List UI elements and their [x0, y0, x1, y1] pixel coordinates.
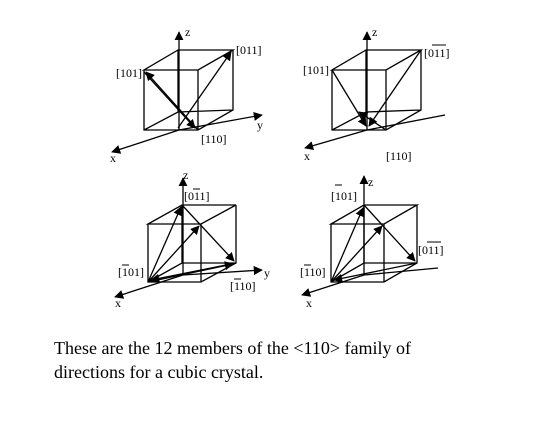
caption: These are the 12 members of the <110> fa… — [54, 336, 524, 384]
cube-wireframe — [329, 49, 424, 131]
direction-arrow-110 — [143, 71, 196, 129]
direction-arrow-011 — [363, 204, 416, 262]
direction-arrow-110 — [358, 111, 387, 131]
x-axis-label: x — [306, 296, 312, 310]
cube-wireframe — [145, 204, 237, 283]
y-axis-label: y — [257, 118, 263, 132]
direction-arrow-101 — [181, 204, 235, 262]
x-axis-label: x — [110, 151, 116, 165]
z-axis-label: z — [185, 25, 190, 39]
direction-arrow-diag — [330, 225, 383, 283]
direction-arrow-diag — [147, 225, 200, 283]
label-direction-a: [101] — [116, 66, 142, 80]
label-direction-c: [110] — [201, 132, 227, 146]
cube-diagram-3 — [114, 177, 263, 299]
z-axis-label: z — [183, 168, 188, 182]
direction-arrow-011 — [177, 51, 232, 129]
z-axis-label: z — [368, 175, 373, 189]
direction-arrow-011 — [147, 206, 182, 283]
z-axis-label: z — [372, 25, 377, 39]
label-direction-b: [011] — [236, 43, 262, 57]
label-direction-b: [101] — [118, 265, 144, 279]
label-direction-a: [101] — [303, 63, 329, 77]
y-axis-label: y — [264, 266, 270, 280]
x-axis — [301, 274, 365, 297]
direction-arrow-101 — [331, 69, 367, 127]
x-axis — [111, 129, 180, 154]
cube-diagram-1 — [111, 31, 263, 154]
label-direction-a: [101] — [331, 189, 357, 203]
label-direction-c: [110] — [386, 149, 412, 163]
label-direction-c: [110] — [230, 279, 256, 293]
direction-arrow-011 — [368, 49, 422, 127]
direction-arrow-101 — [145, 71, 199, 131]
y-axis — [366, 114, 446, 131]
direction-arrow-101 — [330, 207, 364, 283]
label-direction-c: [110] — [300, 265, 326, 279]
x-axis-label: x — [304, 149, 310, 163]
cube-wireframe — [328, 204, 420, 283]
label-direction-b: [011] — [418, 243, 444, 257]
cube-diagram-2 — [304, 31, 446, 151]
cube-wireframe — [141, 49, 236, 131]
y-axis — [182, 265, 263, 276]
x-axis — [114, 274, 184, 299]
caption-line-1: These are the 12 members of the <110> fa… — [54, 338, 412, 358]
label-direction-a: [011] — [184, 189, 210, 203]
label-direction-b: [011] — [424, 46, 450, 60]
caption-line-2: directions for a cubic crystal. — [54, 362, 264, 382]
cube-diagram-4 — [301, 175, 439, 297]
x-axis — [304, 129, 368, 151]
x-axis-label: x — [115, 296, 121, 310]
direction-arrow-110b — [150, 262, 237, 283]
direction-arrow-110 — [333, 262, 418, 283]
